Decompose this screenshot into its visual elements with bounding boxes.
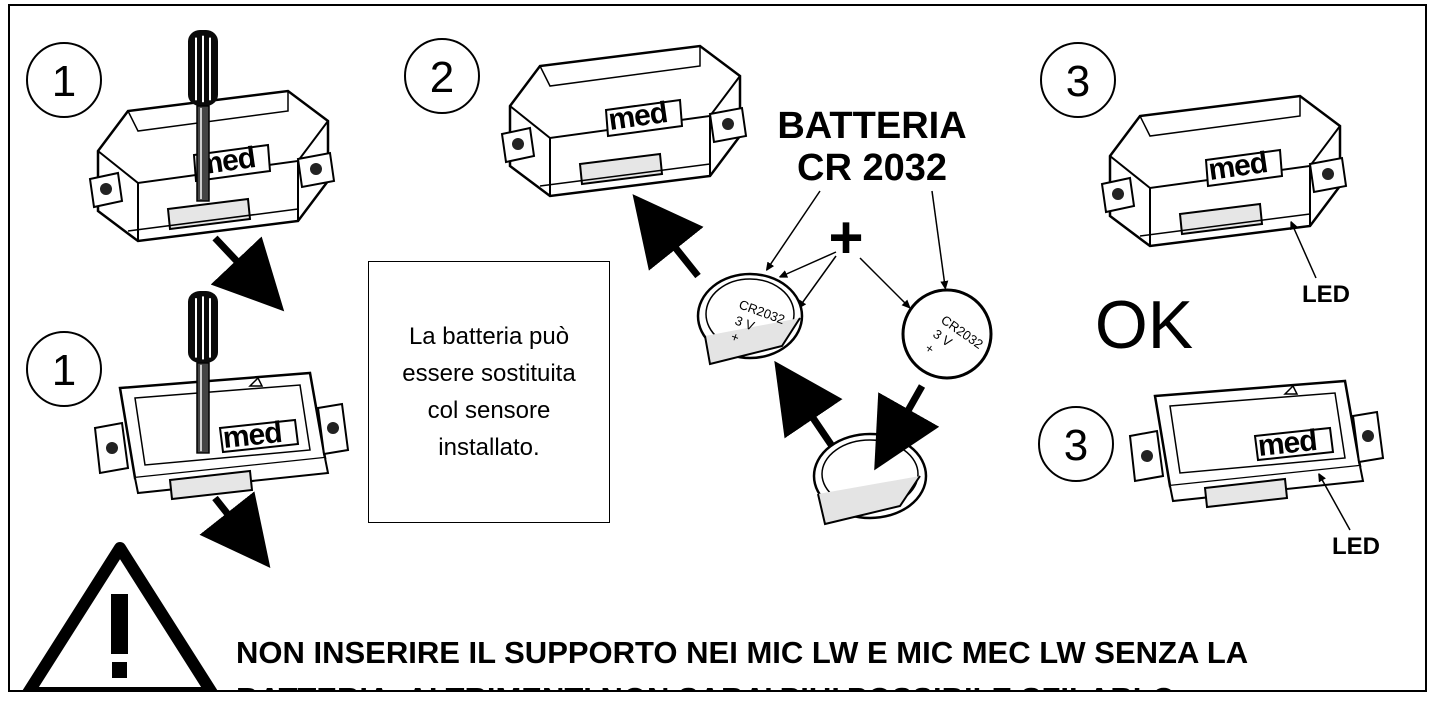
battery-label-line1: BATTERIA xyxy=(777,105,966,147)
ok-label: OK xyxy=(1095,287,1193,363)
step-3a-marker: 3 xyxy=(1040,42,1116,118)
step-3b-marker: 3 xyxy=(1038,406,1114,482)
warning-line-2: BATTERIA, ALTRIMENTI NON SARA’ PIU’ POSS… xyxy=(236,676,1416,690)
diagram-canvas: med med xyxy=(22,29,1385,690)
arrow-step1-down-2 xyxy=(199,491,271,568)
led-pointer-bottom xyxy=(1320,476,1351,531)
step-1a-number: 1 xyxy=(52,57,76,106)
info-note-text: La batteria può essere sostituita col se… xyxy=(402,323,576,461)
sensor-step2 xyxy=(500,44,748,198)
warning-message: NON INSERIRE IL SUPPORTO NEI MIC LW E MI… xyxy=(236,630,1416,690)
arrow-battery-down xyxy=(874,384,940,471)
arrow-battery-label-right xyxy=(931,190,945,286)
step-1b-number: 1 xyxy=(52,346,76,395)
sensor-step3-top xyxy=(1100,94,1348,248)
step-3b-number: 3 xyxy=(1064,421,1088,470)
polarity-plus-sign: + xyxy=(828,204,863,271)
step-1b-marker: 1 xyxy=(26,331,102,407)
led-pointer-top xyxy=(1292,224,1317,279)
led-label-bottom: LED xyxy=(1332,533,1380,560)
sensor-closed-step1 xyxy=(88,89,336,243)
battery-coin-cell: CR2032 3 V + xyxy=(901,288,993,380)
step-3a-number: 3 xyxy=(1066,57,1090,106)
warning-line-1: NON INSERIRE IL SUPPORTO NEI MIC LW E MI… xyxy=(236,635,1249,670)
sensor-open-step1 xyxy=(93,371,350,501)
arrow-tray-up xyxy=(774,360,843,448)
battery-label-line2: CR 2032 xyxy=(797,147,947,189)
warning-triangle-icon xyxy=(22,542,218,690)
sensor-step3-flat xyxy=(1128,379,1385,509)
info-note-box: La batteria può essere sostituita col se… xyxy=(368,261,610,523)
arrow-to-sensor xyxy=(632,194,704,279)
plus-pointer-1 xyxy=(782,251,837,276)
arrow-battery-label-left xyxy=(768,190,821,268)
arrow-step1-down xyxy=(210,235,285,312)
step-2-marker: 2 xyxy=(404,38,480,114)
diagram-frame: med med xyxy=(8,4,1427,692)
step-1a-marker: 1 xyxy=(26,42,102,118)
coin-voltage-text: 3 V xyxy=(733,313,757,334)
plus-pointer-3 xyxy=(859,257,908,306)
plus-pointer-2 xyxy=(800,255,837,306)
battery-in-tray: CR2032 3 V + xyxy=(696,272,804,366)
step-2-number: 2 xyxy=(430,53,454,102)
battery-tray-empty xyxy=(812,432,928,526)
led-label-top: LED xyxy=(1302,281,1350,308)
